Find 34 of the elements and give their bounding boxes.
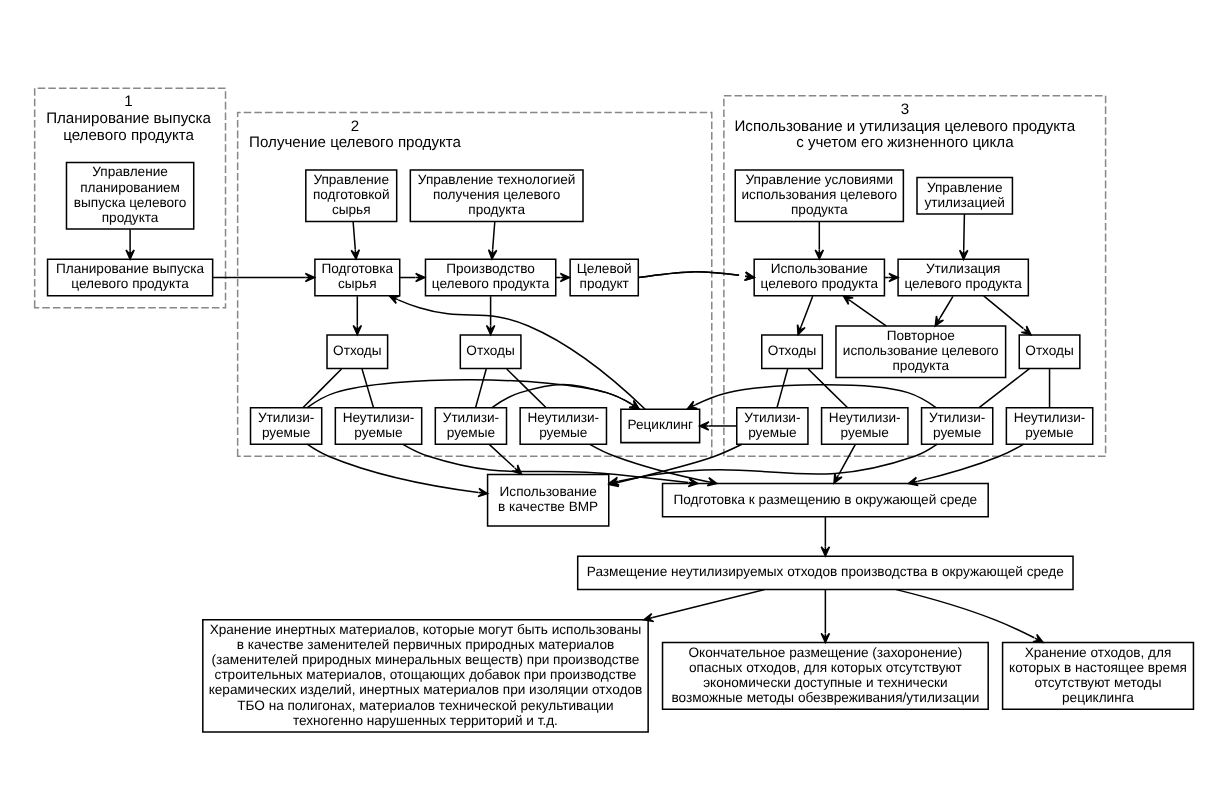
connector	[776, 368, 789, 409]
connector	[506, 368, 547, 409]
arrow	[491, 383, 640, 410]
arrow	[388, 295, 646, 411]
connector	[807, 368, 849, 409]
arrow	[306, 443, 489, 498]
arrow	[820, 516, 831, 557]
arrow	[125, 228, 135, 260]
arrow	[833, 443, 856, 484]
connector	[978, 367, 1031, 409]
arrow	[637, 271, 755, 282]
connector	[361, 368, 375, 409]
connector	[474, 368, 487, 409]
arrow	[686, 384, 937, 410]
arrow	[814, 220, 825, 260]
connector	[1048, 368, 1051, 409]
arrow	[934, 295, 954, 327]
arrow	[958, 213, 969, 261]
arrow	[842, 295, 887, 327]
arrow	[698, 421, 738, 431]
arrow	[796, 295, 814, 336]
arrow	[820, 588, 831, 644]
connector	[302, 368, 343, 409]
arrow	[487, 220, 498, 260]
arrow	[352, 295, 363, 336]
arrow	[643, 588, 766, 623]
arrow	[982, 295, 1032, 336]
arrow	[895, 588, 1044, 644]
arrow	[907, 443, 1025, 487]
arrow	[485, 295, 496, 336]
arrow	[306, 379, 640, 410]
arrow	[350, 220, 361, 260]
arrow	[488, 443, 523, 475]
arrow	[212, 272, 316, 283]
